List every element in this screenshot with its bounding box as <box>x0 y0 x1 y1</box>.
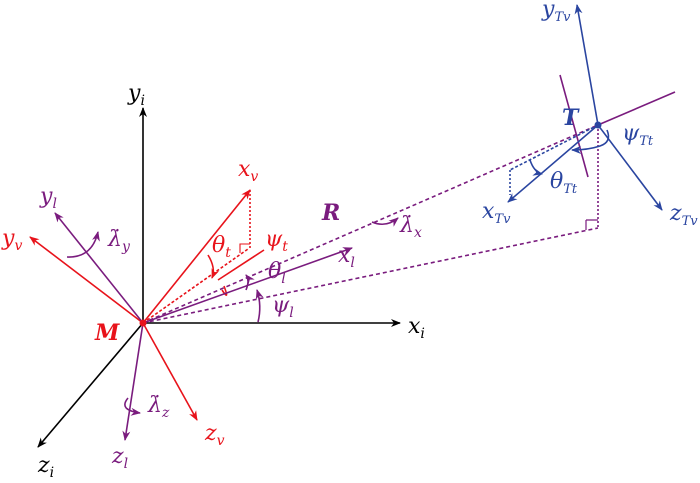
label-zl: zl <box>111 444 128 472</box>
zi-axis <box>37 322 144 448</box>
missile-frame <box>29 189 265 421</box>
target-frame <box>507 4 663 211</box>
label-yTv: yTv <box>541 0 571 25</box>
inertial-frame <box>37 107 401 448</box>
label-theta-t: θt <box>212 233 231 261</box>
target-point <box>594 121 602 129</box>
label-xTv: xTv <box>482 199 511 227</box>
label-lambda-x: λ̇x <box>399 213 422 241</box>
label-M: M <box>94 320 120 346</box>
label-theta-l: θl <box>268 259 286 287</box>
label-xl: xl <box>338 243 355 271</box>
label-lambda-z: λ̇z <box>147 393 170 421</box>
los-projections <box>142 124 599 324</box>
label-R: R <box>321 200 340 226</box>
missile-point <box>139 319 147 327</box>
label-yi: yi <box>127 81 145 109</box>
label-zTv: zTv <box>669 201 698 229</box>
label-yl: yl <box>39 184 57 212</box>
label-psi-Tt: ψTt <box>622 121 654 149</box>
label-T: T <box>562 105 580 131</box>
label-theta-Tt: θTt <box>550 169 578 197</box>
label-psi-l: ψl <box>272 293 294 321</box>
label-xi: xi <box>408 314 425 342</box>
los-frame <box>54 74 676 441</box>
label-lambda-y: λ̇y <box>107 227 131 255</box>
label-zv: zv <box>204 421 225 449</box>
label-xv: xv <box>238 157 258 185</box>
label-zi: zi <box>37 453 54 481</box>
label-psi-t: ψt <box>265 227 288 255</box>
label-yv: yv <box>1 226 22 254</box>
